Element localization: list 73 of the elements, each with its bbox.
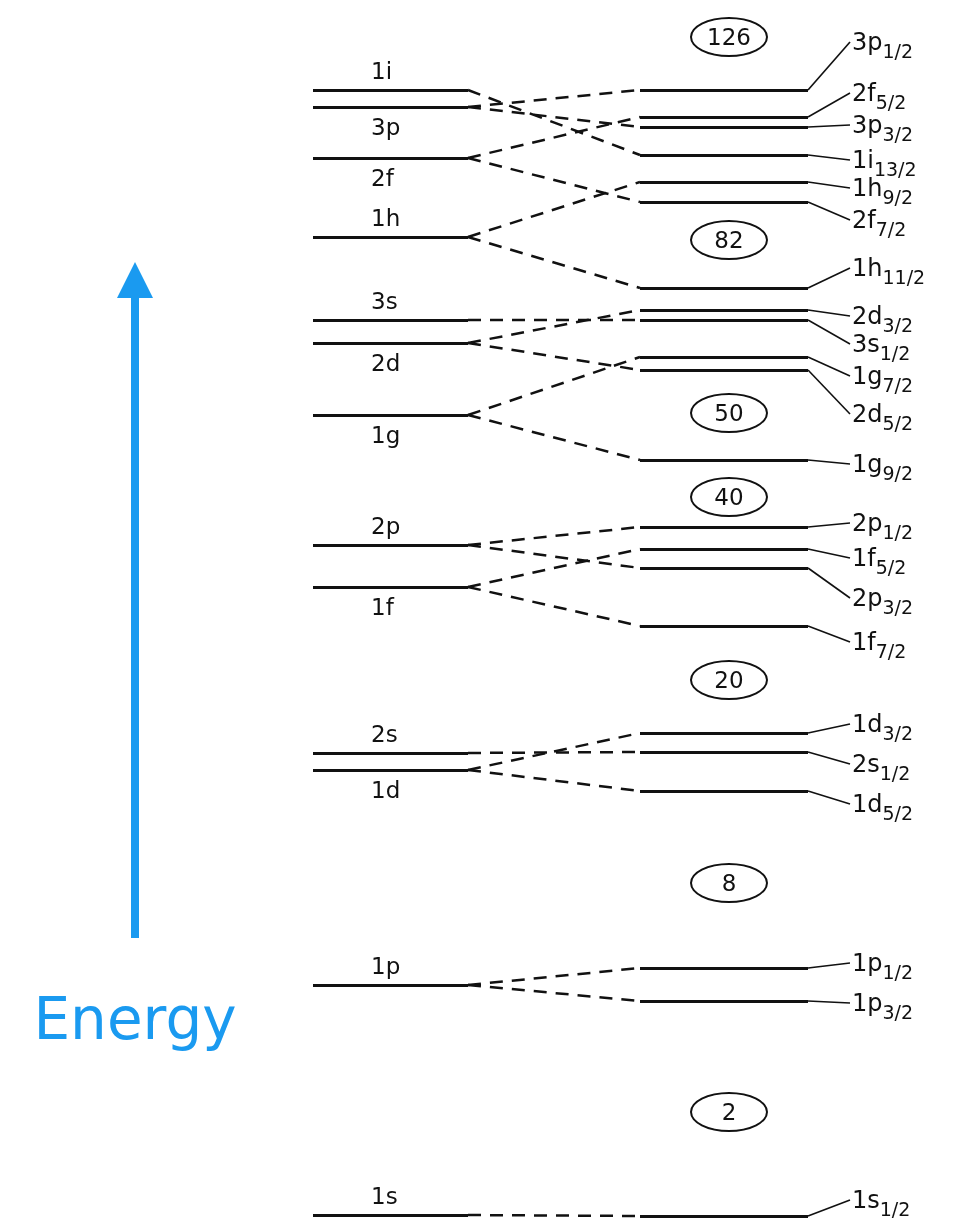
level-label: 1d bbox=[371, 777, 401, 803]
magic-number-oval: 40 bbox=[690, 477, 768, 517]
level-label: 1f bbox=[371, 594, 394, 620]
level-line bbox=[640, 751, 808, 754]
leader-line bbox=[807, 356, 851, 377]
level-label: 3s bbox=[371, 288, 398, 314]
leader-line bbox=[807, 319, 851, 345]
leader-line bbox=[807, 790, 851, 805]
level-line bbox=[640, 116, 808, 119]
axis-label: Energy bbox=[32, 985, 238, 1053]
level-label: 3p bbox=[371, 114, 401, 140]
level-label: 2p bbox=[371, 513, 401, 539]
dashed-line bbox=[467, 88, 641, 157]
level-line bbox=[640, 309, 808, 312]
level-line bbox=[640, 181, 808, 184]
level-line bbox=[640, 459, 808, 462]
leader-line bbox=[807, 1000, 851, 1004]
level-label: 1i bbox=[371, 58, 393, 84]
level-label: 2f bbox=[371, 165, 394, 191]
level-label: 1s bbox=[371, 1183, 398, 1209]
level-line bbox=[640, 526, 808, 529]
level-label: 1p bbox=[371, 953, 401, 979]
magic-number-oval: 8 bbox=[690, 863, 768, 903]
dashed-line bbox=[467, 585, 641, 628]
dashed-line bbox=[467, 413, 641, 462]
magic-number-oval: 82 bbox=[690, 220, 768, 260]
leader-line bbox=[807, 369, 851, 415]
leader-line bbox=[807, 625, 851, 643]
level-line bbox=[640, 287, 808, 290]
leader-line bbox=[807, 92, 851, 118]
level-line bbox=[640, 1000, 808, 1003]
level-line bbox=[640, 201, 808, 204]
level-label: 2d bbox=[371, 350, 401, 376]
level-line bbox=[640, 89, 808, 92]
leader-line bbox=[807, 459, 851, 465]
magic-number-oval: 126 bbox=[690, 17, 768, 57]
leader-line bbox=[807, 1199, 851, 1217]
level-label: 2s bbox=[371, 721, 398, 747]
level-label: 1g bbox=[371, 422, 401, 448]
level-line bbox=[640, 154, 808, 157]
leader-line bbox=[807, 723, 851, 734]
level-line bbox=[640, 967, 808, 970]
level-line bbox=[640, 356, 808, 359]
magic-number-oval: 20 bbox=[690, 660, 768, 700]
level-line bbox=[640, 319, 808, 322]
leader-line bbox=[807, 267, 851, 289]
leader-line bbox=[807, 154, 851, 161]
level-label: 1h bbox=[371, 205, 401, 231]
level-line bbox=[640, 732, 808, 735]
leader-line bbox=[807, 522, 851, 528]
dashed-line bbox=[467, 156, 641, 204]
dashed-line bbox=[467, 235, 641, 290]
leader-line bbox=[807, 201, 851, 221]
magic-number-oval: 2 bbox=[690, 1092, 768, 1132]
dashed-line bbox=[467, 115, 641, 160]
leader-line bbox=[807, 41, 851, 91]
leader-line bbox=[807, 124, 851, 128]
level-line bbox=[640, 1215, 808, 1218]
leader-line bbox=[807, 962, 851, 969]
leader-line bbox=[807, 548, 851, 559]
dashed-line bbox=[467, 355, 641, 417]
level-line bbox=[640, 567, 808, 570]
leader-line bbox=[807, 309, 851, 317]
magic-number-oval: 50 bbox=[690, 393, 768, 433]
level-line bbox=[640, 369, 808, 372]
leader-line bbox=[807, 567, 851, 599]
leader-line bbox=[807, 751, 851, 765]
leader-line bbox=[807, 181, 851, 189]
dashed-line bbox=[467, 180, 641, 239]
level-line bbox=[640, 790, 808, 793]
level-line bbox=[640, 548, 808, 551]
level-line bbox=[640, 126, 808, 129]
level-line bbox=[640, 625, 808, 628]
